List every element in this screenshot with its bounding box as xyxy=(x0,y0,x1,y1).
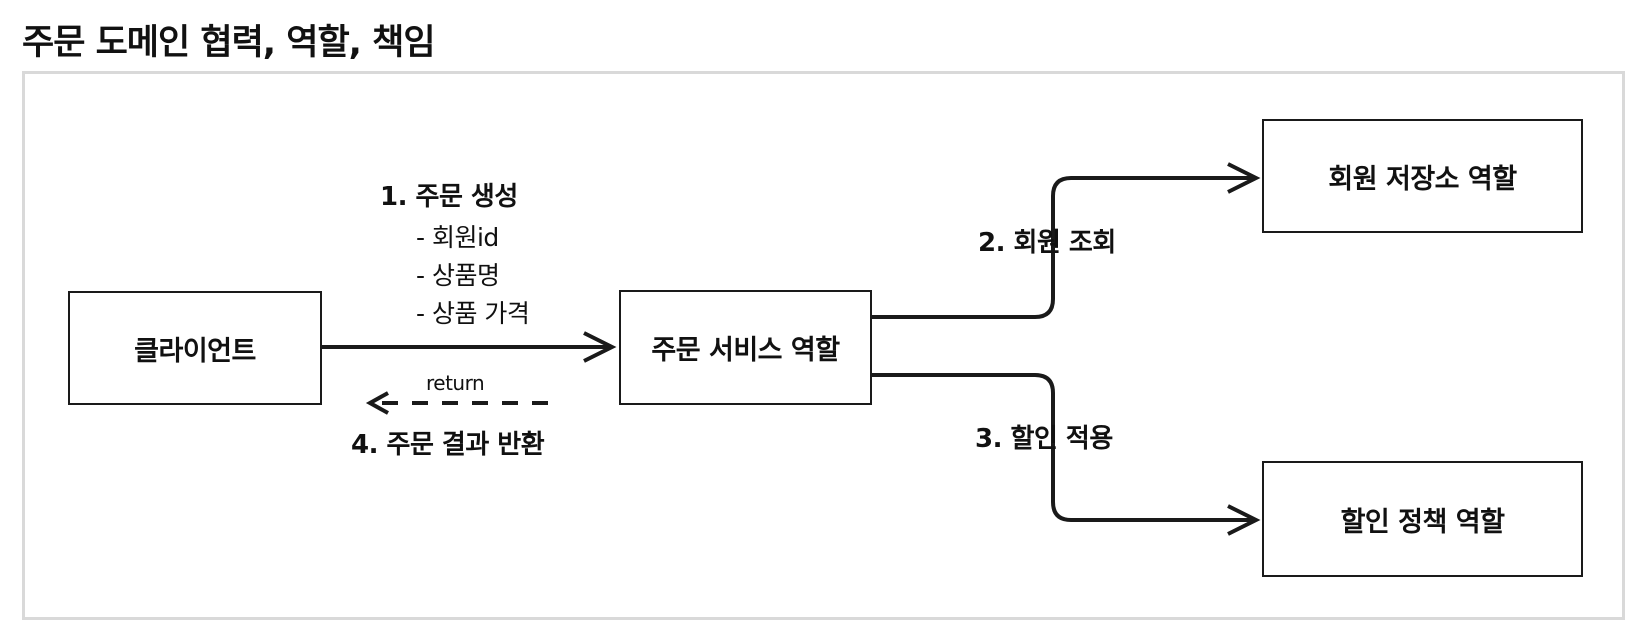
apply-discount-arrow-line xyxy=(871,373,1255,522)
order-service-box: 주문 서비스 역할 xyxy=(619,290,872,405)
client-box: 클라이언트 xyxy=(68,291,322,405)
discount-policy-box: 할인 정책 역할 xyxy=(1262,461,1583,577)
discount-policy-label: 할인 정책 역할 xyxy=(1340,506,1505,538)
create-order-param-product-price: - 상품 가격 xyxy=(416,299,530,328)
return-result-label: 4. 주문 결과 반환 xyxy=(351,430,545,460)
diagram-frame xyxy=(22,71,1625,620)
return-sublabel: return xyxy=(426,371,485,395)
member-lookup-arrow-line xyxy=(871,176,1255,319)
client-label: 클라이언트 xyxy=(134,335,256,367)
create-order-arrowhead xyxy=(583,331,617,363)
return-arrowhead xyxy=(365,391,389,415)
create-order-label: 1. 주문 생성 xyxy=(380,182,518,212)
member-lookup-label: 2. 회원 조회 xyxy=(978,228,1116,258)
order-service-label: 주문 서비스 역할 xyxy=(651,335,840,366)
member-lookup-arrowhead xyxy=(1227,162,1261,194)
member-repository-label: 회원 저장소 역할 xyxy=(1328,163,1517,195)
apply-discount-arrowhead xyxy=(1227,504,1261,536)
create-order-param-member-id: - 회원id xyxy=(416,223,499,252)
apply-discount-label: 3. 할인 적용 xyxy=(975,424,1113,454)
page-title: 주문 도메인 협력, 역할, 책임 xyxy=(22,23,436,63)
member-repository-box: 회원 저장소 역할 xyxy=(1262,119,1583,233)
create-order-param-product-name: - 상품명 xyxy=(416,261,500,290)
